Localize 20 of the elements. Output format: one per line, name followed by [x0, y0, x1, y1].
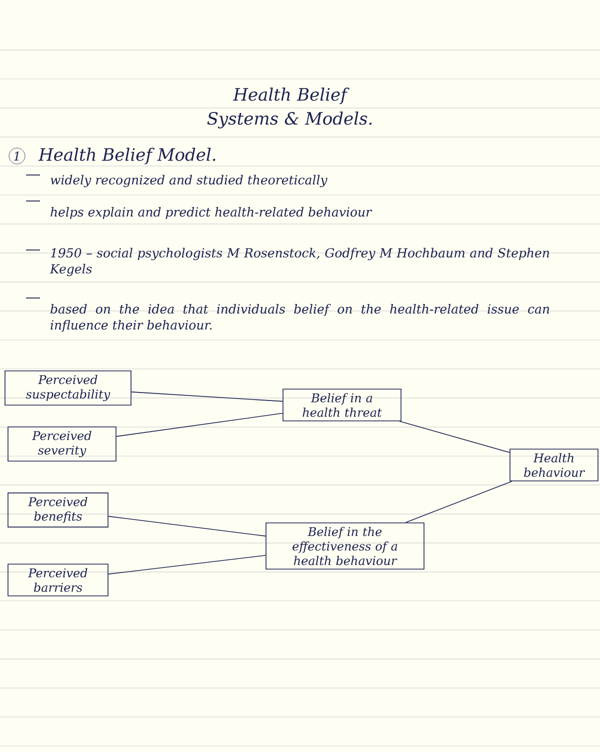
concept-box: Perceived benefits: [8, 492, 108, 528]
title: Health Belief Systems & Models.: [207, 88, 372, 128]
bullet-text: based on the idea that individuals belief on the health-related issue can influence their behaviour.: [50, 304, 550, 332]
concept-box: Belief in the effectiveness of a health behaviour: [266, 522, 424, 570]
bullet-text: 1950 – social psychologists M Rosenstock, Godfrey M Hochbaum and Stephen Kegels: [50, 248, 550, 276]
connector-line: [405, 480, 512, 523]
concept-box: Perceived severity: [8, 426, 116, 462]
concept-box: Perceived barriers: [8, 564, 108, 596]
connector-line: [399, 420, 510, 453]
heading: Health Belief Model.: [38, 148, 216, 164]
connector-line: [108, 516, 266, 536]
concept-box: Belief in a health threat: [282, 388, 402, 422]
concept-box: Health behaviour: [510, 448, 598, 482]
callout-number: 1: [8, 148, 26, 164]
connector-line: [116, 412, 283, 437]
bullet-text: helps explain and predict health-related behaviour: [50, 206, 372, 220]
bullet-text: widely recognized and studied theoretically: [50, 174, 328, 188]
connector-line: [131, 392, 283, 402]
concept-box: Perceived suspectability: [4, 370, 132, 406]
connector-line: [108, 555, 266, 574]
